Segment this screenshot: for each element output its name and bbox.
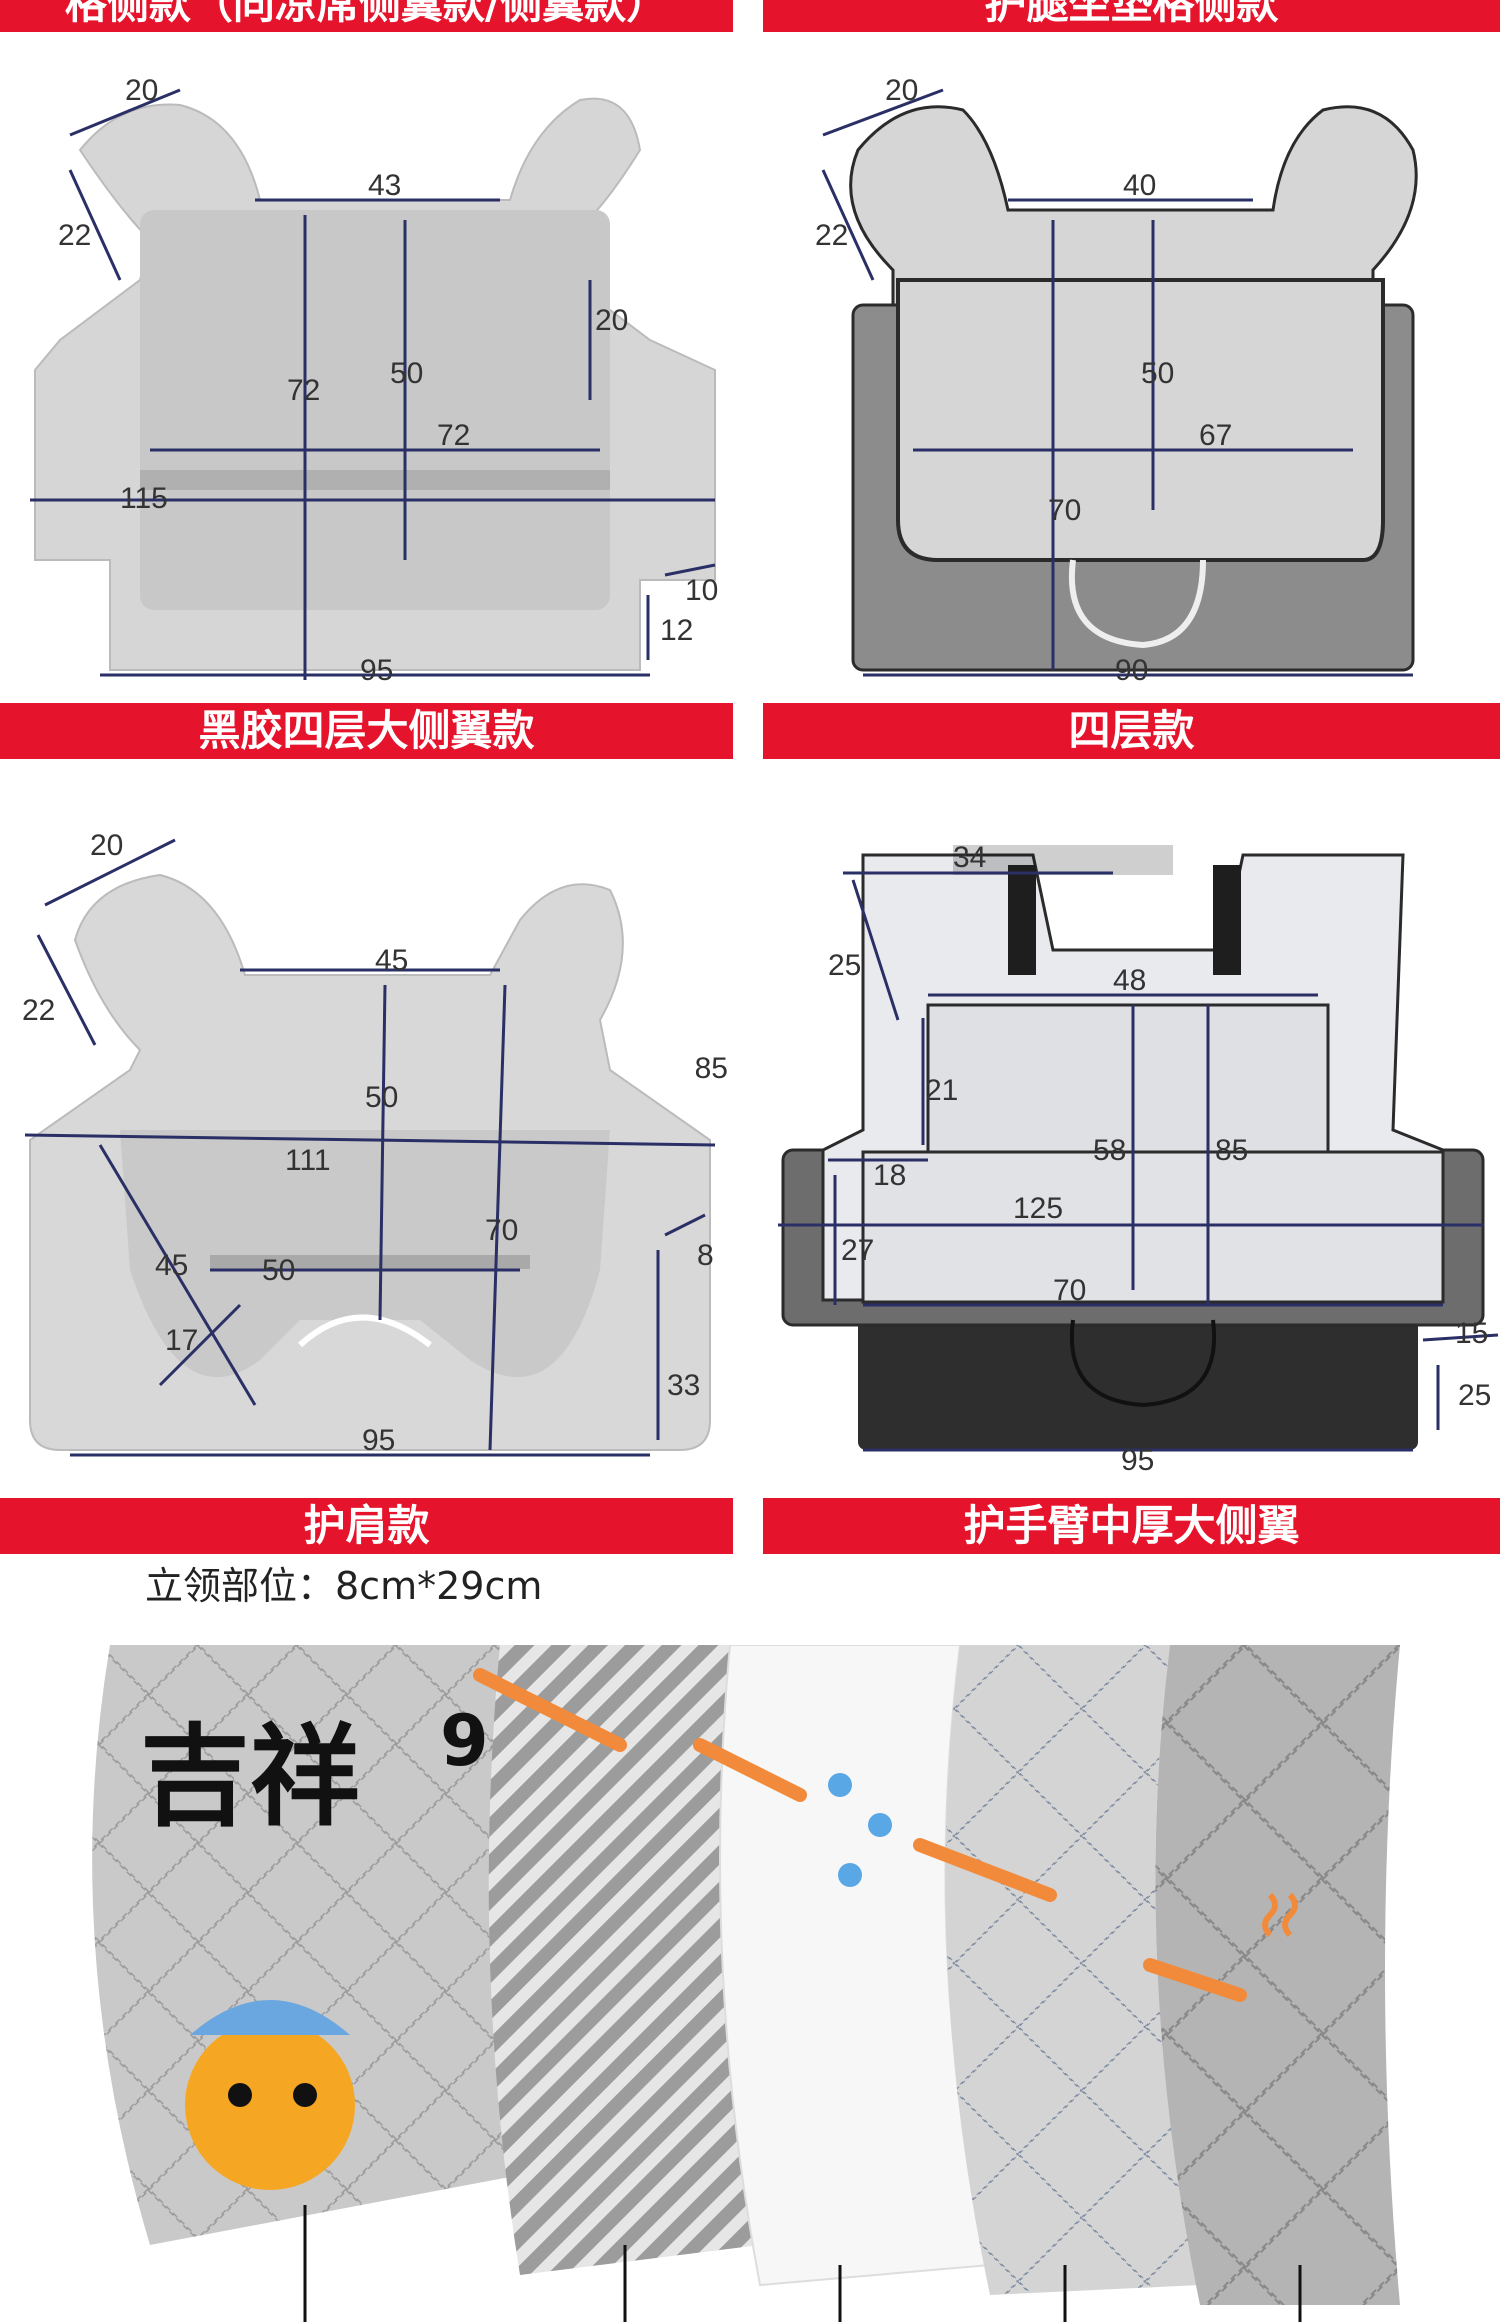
cotton-quilted-layer	[945, 1645, 1200, 2295]
dim-label: 72	[437, 419, 470, 452]
dim-label: 95	[1121, 1444, 1154, 1477]
banner-mid-right: 四层款	[763, 703, 1500, 759]
silver-reflective-layer	[1155, 1645, 1400, 2305]
handle-loop	[297, 1314, 432, 1348]
strap-right	[1213, 865, 1241, 975]
dim-label: 50	[1141, 357, 1174, 390]
strap-left	[1008, 865, 1036, 975]
banner-bot-right: 护手臂中厚大侧翼	[763, 1498, 1500, 1554]
dim-label: 27	[841, 1234, 874, 1267]
handle-loop	[1068, 559, 1206, 649]
shadow-strip	[953, 845, 1173, 875]
arrow-icon	[693, 1738, 807, 1802]
seat-back	[849, 105, 1418, 307]
dim-label: 111	[285, 1144, 331, 1177]
banner-top-left: 格侧款（同凉席侧翼款/侧翼款）	[0, 0, 733, 32]
dim-label: 58	[1093, 1134, 1126, 1167]
banner-bot-left: 护肩款	[0, 1498, 733, 1554]
mesh-layer	[488, 1645, 760, 2275]
dim-label: 20	[90, 829, 123, 862]
seat-back-area	[120, 1130, 610, 1378]
seat-back-area	[140, 210, 610, 610]
banner-mid-left: 黑胶四层大侧翼款	[0, 703, 733, 759]
dim-label: 125	[1013, 1192, 1063, 1225]
dim-label: 8	[697, 1239, 714, 1272]
dim-label: 17	[165, 1324, 198, 1357]
material-layers-graphic: 吉祥 9	[92, 1645, 1400, 2322]
arrow-icon	[913, 1838, 1057, 1902]
dim-label: 45	[155, 1249, 188, 1282]
seat-cover-diagram-2: 20 22 40 50 67 70 90	[815, 74, 1418, 687]
tiger-mascot-icon	[185, 2020, 355, 2190]
print-text: 吉祥	[140, 1713, 360, 1841]
print-digit: 9	[440, 1700, 489, 1782]
dim-label: 20	[595, 304, 628, 337]
heat-wave-icon	[1262, 1892, 1278, 1938]
dim-label: 10	[685, 574, 718, 607]
dim-label: 72	[287, 374, 320, 407]
seat-cover-diagram-3: 20 22 45 50 111 70 45 50 17 8 33 95 85	[22, 829, 728, 1457]
dim-label: 70	[1048, 494, 1081, 527]
tiger-eye-icon	[228, 2083, 252, 2107]
cap-icon	[190, 2000, 350, 2035]
dim-label: 95	[360, 654, 393, 687]
dim-label: 22	[58, 219, 91, 252]
dim-label: 25	[828, 949, 861, 982]
dim-label: 21	[925, 1074, 958, 1107]
dim-label: 67	[1199, 419, 1232, 452]
dim-label: 22	[815, 219, 848, 252]
dim-label: 50	[262, 1254, 295, 1287]
seat-pad	[896, 278, 1385, 562]
seat-cover-diagram-1: 20 22 43 72 50 20 72 115 10 12 95	[30, 74, 718, 687]
dim-label: 70	[1053, 1274, 1086, 1307]
dim-label: 45	[375, 944, 408, 977]
dim-label: 20	[885, 74, 918, 107]
water-drop-icon	[828, 1773, 852, 1797]
heat-wave-icon	[1282, 1892, 1298, 1938]
water-drop-icon	[868, 1813, 892, 1837]
seat-base-dark	[858, 1300, 1418, 1450]
dim-label: 18	[873, 1159, 906, 1192]
handle-loop	[1069, 1319, 1217, 1408]
arrow-icon	[1143, 1958, 1247, 2002]
quilted-seat-pad	[861, 1150, 1445, 1304]
dim-label: 43	[368, 169, 401, 202]
arrow-icon	[473, 1668, 627, 1752]
seat-cover-diagram-4: 34 25 48 21 58 85 18 125 27 70 15 25 95	[778, 841, 1499, 1477]
seam-strip	[210, 1255, 530, 1269]
dim-label: 40	[1123, 169, 1156, 202]
dim-label: 95	[362, 1424, 395, 1457]
dim-label: 15	[1455, 1317, 1488, 1350]
dim-label: 25	[1458, 1379, 1491, 1412]
dim-label: 70	[485, 1214, 518, 1247]
dim-label: 33	[667, 1369, 700, 1402]
dim-label: 90	[1115, 654, 1148, 687]
dim-label: 12	[660, 614, 693, 647]
banner-top-right: 护腿坐垫格侧款	[763, 0, 1500, 32]
dim-label: 50	[390, 357, 423, 390]
dim-label: 48	[1113, 964, 1146, 997]
collar-size-note: 立领部位：8cm*29cm	[145, 1564, 543, 1608]
dim-label: 20	[125, 74, 158, 107]
dim-label: 34	[953, 841, 986, 874]
dim-label: 50	[365, 1081, 398, 1114]
dim-label: 85	[695, 1052, 728, 1085]
water-drop-icon	[838, 1863, 862, 1887]
dim-label: 85	[1215, 1134, 1248, 1167]
tiger-eye-icon	[293, 2083, 317, 2107]
dim-label: 115	[120, 482, 168, 515]
dim-label: 22	[22, 994, 55, 1027]
seam-strip	[140, 470, 610, 490]
